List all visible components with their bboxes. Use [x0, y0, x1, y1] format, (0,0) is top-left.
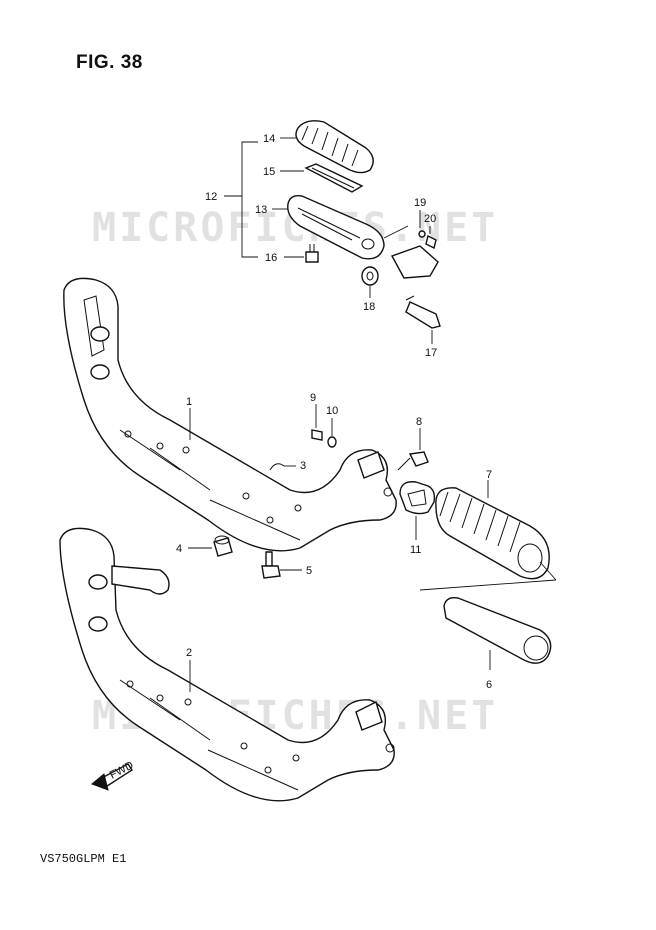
part-2-footrest-bracket-left: [59, 527, 395, 802]
figure-title: FIG. 38: [76, 52, 143, 73]
callout-6: 6: [486, 679, 492, 691]
model-code: VS750GLPM E1: [40, 852, 127, 866]
callout-2: 2: [186, 647, 192, 659]
footrest-assembly: [224, 120, 441, 344]
callout-11: 11: [410, 544, 421, 556]
part-7-footpeg-rubber: [435, 480, 550, 580]
part-3-clip: [269, 463, 285, 471]
callout-1: 1: [186, 396, 192, 408]
callout-20: 20: [424, 213, 436, 225]
callout-7: 7: [486, 469, 492, 481]
fwd-arrow-icon: FWD: [91, 759, 136, 791]
callout-19: 19: [414, 197, 426, 209]
callout-8: 8: [416, 416, 422, 428]
callout-14: 14: [263, 133, 275, 145]
part-1-footrest-bracket-right: [63, 277, 397, 552]
callout-16: 16: [265, 252, 277, 264]
callout-5: 5: [306, 565, 312, 577]
part-14-footrest-rubber: [280, 120, 374, 174]
callout-10: 10: [326, 405, 338, 417]
fwd-label: FWD: [108, 759, 136, 781]
callout-12: 12: [205, 191, 217, 203]
part-15-rubber-plate: [280, 163, 364, 193]
callout-15: 15: [263, 166, 275, 178]
part-16-screw: [284, 244, 319, 263]
callout-18: 18: [363, 301, 375, 313]
part-13-footrest: [272, 194, 385, 260]
callout-3: 3: [300, 460, 306, 472]
part-11-damper: [399, 481, 436, 540]
callout-9: 9: [310, 392, 316, 404]
part-4-nut: [188, 535, 233, 557]
callout-13: 13: [255, 204, 267, 216]
callout-4: 4: [176, 543, 182, 555]
part-5-bolt: [261, 551, 302, 579]
part-17-pin: [405, 295, 441, 344]
part-6-footpeg-pin: [443, 596, 552, 670]
callout-17: 17: [425, 347, 437, 359]
